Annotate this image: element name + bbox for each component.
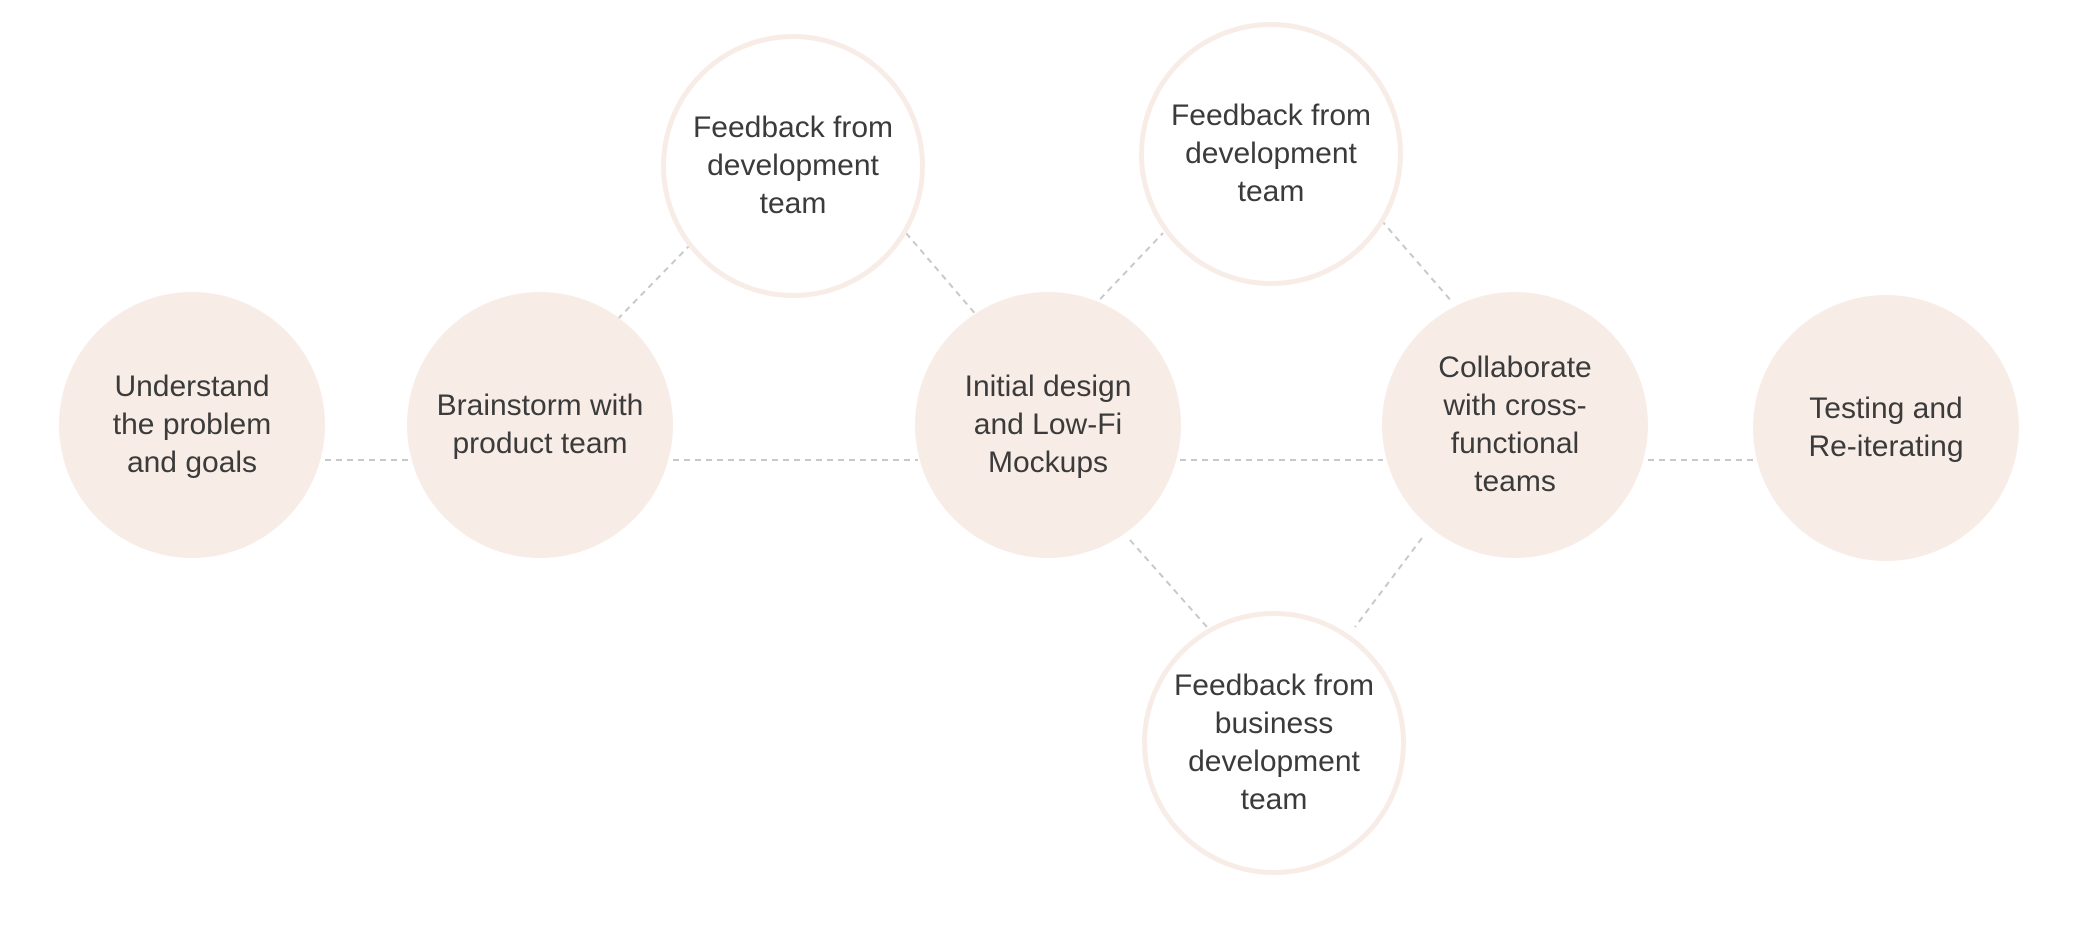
- feedback-dev-2: Feedback from development team: [1139, 22, 1403, 286]
- step-initial-design: Initial design and Low-Fi Mockups: [915, 292, 1181, 558]
- step-initial-design-label: Initial design and Low-Fi Mockups: [964, 370, 1132, 479]
- connector-feedback-dev-2-collaborate: [1380, 219, 1454, 304]
- feedback-dev-2-label: Feedback from development team: [1170, 99, 1372, 208]
- connector-brainstorm-feedback-dev-1: [609, 244, 691, 328]
- feedback-bizdev-label: Feedback from business development team: [1173, 669, 1375, 816]
- step-collaborate-label: Collaborate with cross-functional teams: [1438, 351, 1592, 498]
- step-understand: Understand the problem and goals: [59, 292, 325, 558]
- step-brainstorm: Brainstorm with product team: [407, 292, 673, 558]
- step-testing: Testing and Re-iterating: [1753, 295, 2019, 561]
- connector-feedback-bizdev-collaborate: [1354, 537, 1423, 628]
- step-brainstorm-label: Brainstorm with product team: [436, 389, 644, 460]
- feedback-bizdev: Feedback from business development team: [1142, 611, 1406, 875]
- feedback-dev-1-label: Feedback from development team: [692, 111, 894, 220]
- feedback-dev-1: Feedback from development team: [661, 34, 925, 298]
- step-testing-label: Testing and Re-iterating: [1808, 392, 1964, 463]
- step-collaborate: Collaborate with cross-functional teams: [1382, 292, 1648, 558]
- connector-initial-design-feedback-bizdev: [1129, 539, 1208, 628]
- connector-feedback-dev-1-initial-design: [905, 232, 979, 318]
- step-understand-label: Understand the problem and goals: [112, 370, 272, 479]
